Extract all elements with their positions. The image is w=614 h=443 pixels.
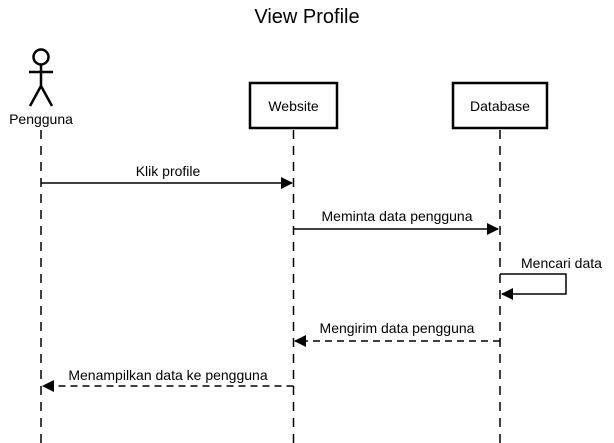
participant-label: Website [268, 98, 319, 114]
message-menampilkan-data: Menampilkan data ke pengguna [42, 367, 294, 392]
actor-label: Pengguna [9, 111, 73, 127]
message-mencari-data: Mencari data [500, 255, 602, 300]
message-label: Mencari data [521, 255, 602, 271]
message-label: Klik profile [136, 163, 201, 179]
message-label: Meminta data pengguna [322, 208, 473, 224]
message-label: Menampilkan data ke pengguna [68, 367, 267, 383]
diagram-title: View Profile [254, 6, 360, 28]
message-meminta-data: Meminta data pengguna [293, 208, 499, 235]
participant-website: Website [248, 81, 339, 130]
message-arrow [500, 273, 567, 300]
participant-label: Database [470, 98, 530, 114]
stick-figure-icon [28, 48, 54, 107]
actor-pengguna: Pengguna [9, 48, 73, 127]
message-mengirim-data: Mengirim data pengguna [294, 320, 500, 347]
participant-database: Database [451, 81, 549, 130]
message-klik-profile: Klik profile [41, 163, 293, 189]
message-label: Mengirim data pengguna [320, 320, 475, 336]
participant-box [248, 81, 339, 130]
participant-box [451, 81, 549, 130]
